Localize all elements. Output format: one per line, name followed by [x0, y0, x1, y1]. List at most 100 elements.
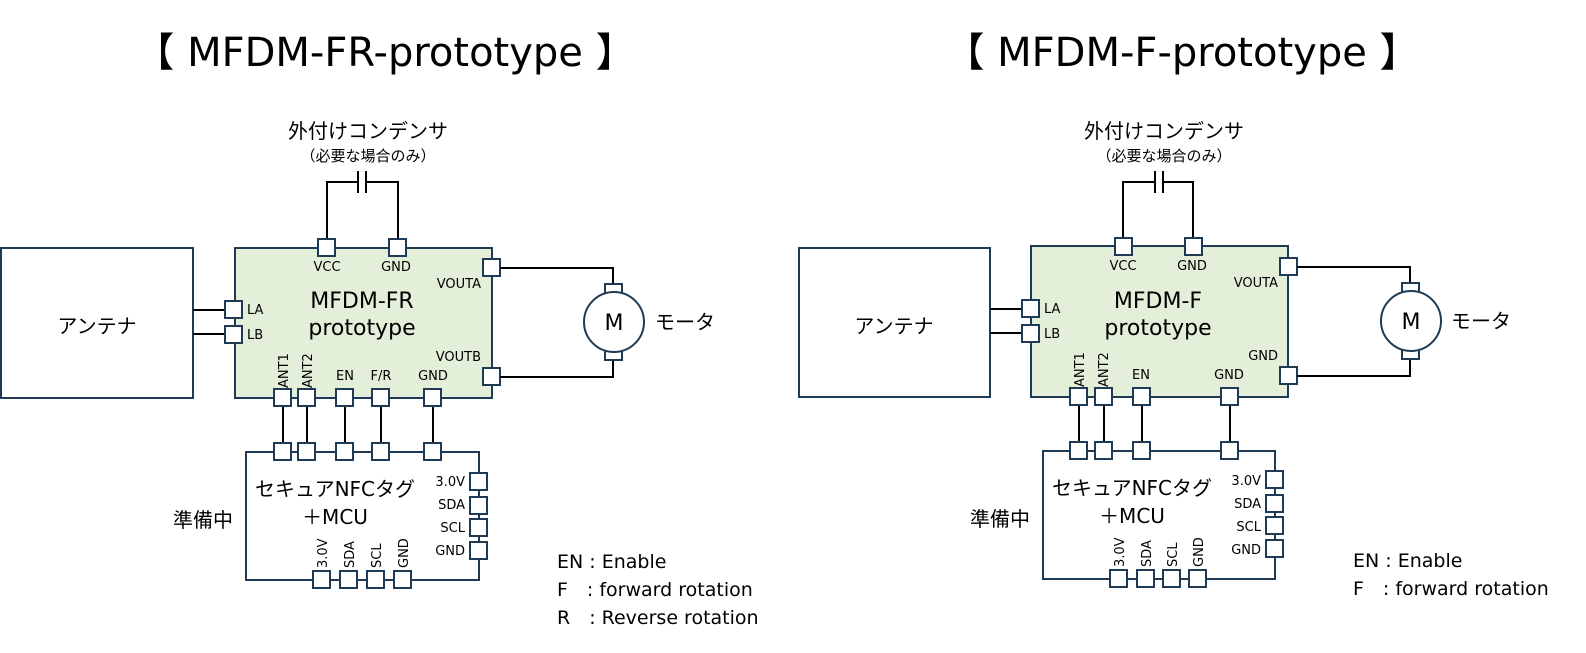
capacitor-note: （必要な場合のみ）	[1096, 147, 1231, 165]
pin-label: LA	[1044, 302, 1061, 317]
mcu-name-line1: セキュアNFCタグ	[255, 477, 415, 501]
mcu-name-line2: ＋MCU	[302, 505, 368, 529]
pin-vcc	[317, 238, 336, 257]
motor-wire-a	[1297, 266, 1411, 284]
pin-gnd-top	[1184, 237, 1203, 256]
mcu-bottom-pins	[1109, 569, 1207, 588]
pin-lb	[224, 325, 243, 344]
chip-body	[1030, 245, 1289, 398]
motor-letter: M	[1402, 310, 1421, 335]
pin-label: GND	[397, 538, 412, 568]
pin-label: SCL	[440, 521, 465, 536]
pin-label: VCC	[313, 260, 340, 275]
pin-label: VOUTB	[436, 350, 481, 365]
panel-mfdm-fr: 【 MFDM-FR-prototype 】 外付けコンデンサ （必要な場合のみ）…	[0, 30, 759, 629]
chip-name-line2: prototype	[308, 316, 415, 341]
mcu-box	[1042, 450, 1276, 580]
motor-wire-a	[500, 267, 614, 285]
pin-label: VCC	[1109, 259, 1136, 274]
motor-label: モータ	[1451, 309, 1511, 333]
panel-title: 【 MFDM-F-prototype 】	[944, 30, 1419, 76]
pin-label: SCL	[370, 543, 385, 568]
legend-item: F : forward rotation	[1353, 578, 1549, 600]
antenna-box	[798, 247, 991, 398]
pin-label: GND	[1177, 259, 1207, 274]
pin-label: GND	[1192, 537, 1207, 567]
pin-label: SDA	[1140, 540, 1155, 567]
pin-label: GND	[435, 544, 465, 559]
pin-label: LB	[1044, 327, 1060, 342]
mcu-right-pins	[1265, 470, 1284, 558]
pin-label: SDA	[438, 498, 465, 513]
chip-mcu-connections	[273, 388, 442, 443]
pin-label: GND	[1231, 543, 1261, 558]
pin-label: GND	[1214, 368, 1244, 383]
pin-label: SCL	[1166, 542, 1181, 567]
pin-label: LB	[247, 328, 263, 343]
mcu-name-line1: セキュアNFCタグ	[1052, 476, 1212, 500]
pin-voutb	[482, 367, 501, 386]
panel-title: 【 MFDM-FR-prototype 】	[134, 30, 635, 76]
mcu-top-pins	[1069, 441, 1239, 460]
motor-symbol	[583, 291, 645, 353]
pin-label: GND	[1248, 349, 1278, 364]
motor-label: モータ	[655, 310, 715, 334]
pin-label: SCL	[1236, 520, 1261, 535]
mcu-box	[245, 451, 480, 581]
pin-gnd-top	[388, 238, 407, 257]
capacitor-symbol	[1122, 171, 1194, 238]
chip-name-line2: prototype	[1104, 316, 1211, 341]
panel-mfdm-f: 【 MFDM-F-prototype 】 外付けコンデンサ （必要な場合のみ） …	[798, 30, 1549, 600]
pin-label: VOUTA	[437, 277, 481, 292]
pin-label: F/R	[371, 369, 392, 384]
pin-label: EN	[336, 369, 354, 384]
motor-wire-b	[500, 360, 614, 378]
pin-label: SDA	[1234, 497, 1261, 512]
motor-symbol	[1380, 290, 1442, 352]
legend-item: EN : Enable	[1353, 550, 1462, 572]
pin-label: 3.0V	[1113, 537, 1128, 567]
chip-name-line1: MFDM-FR	[310, 289, 413, 314]
pin-label: EN	[1132, 368, 1150, 383]
pin-gnd-right	[1279, 366, 1298, 385]
chip-name-line1: MFDM-F	[1114, 289, 1202, 314]
pin-label: 3.0V	[435, 475, 465, 490]
pin-label: ANT1	[277, 353, 292, 388]
legend-item: R : Reverse rotation	[557, 607, 759, 629]
capacitor-symbol	[326, 171, 399, 239]
pin-vouta	[1279, 257, 1298, 276]
mcu-bottom-pins	[312, 570, 412, 589]
pin-label: ANT1	[1073, 352, 1088, 387]
chip-mcu-connections	[1069, 387, 1239, 442]
pin-label: ANT2	[301, 353, 316, 388]
antenna-label: アンテナ	[854, 314, 933, 338]
pin-vouta	[482, 258, 501, 277]
pin-lb	[1021, 324, 1040, 343]
pin-label: 3.0V	[316, 538, 331, 568]
capacitor-note: （必要な場合のみ）	[300, 147, 435, 165]
mcu-right-pins	[469, 472, 488, 560]
pin-label: SDA	[343, 541, 358, 568]
antenna-box	[0, 247, 194, 399]
capacitor-label: 外付けコンデンサ	[1084, 119, 1244, 143]
pin-label: GND	[381, 260, 411, 275]
capacitor-label: 外付けコンデンサ	[288, 119, 448, 143]
chip-body	[234, 247, 493, 399]
antenna-label: アンテナ	[57, 314, 136, 338]
pin-label: VOUTA	[1234, 276, 1278, 291]
pin-label: LA	[247, 303, 264, 318]
motor-letter: M	[605, 311, 624, 336]
mcu-side-label: 準備中	[970, 507, 1030, 531]
pin-label: ANT2	[1097, 352, 1112, 387]
pin-la	[224, 300, 243, 319]
legend-item: F : forward rotation	[557, 579, 753, 601]
mcu-top-pins	[273, 442, 442, 461]
pin-label: 3.0V	[1231, 474, 1261, 489]
motor-wire-b	[1297, 359, 1411, 377]
mcu-name-line2: ＋MCU	[1099, 504, 1165, 528]
pin-la	[1021, 299, 1040, 318]
mcu-side-label: 準備中	[173, 508, 233, 532]
legend-item: EN : Enable	[557, 551, 666, 573]
pin-label: GND	[418, 369, 448, 384]
